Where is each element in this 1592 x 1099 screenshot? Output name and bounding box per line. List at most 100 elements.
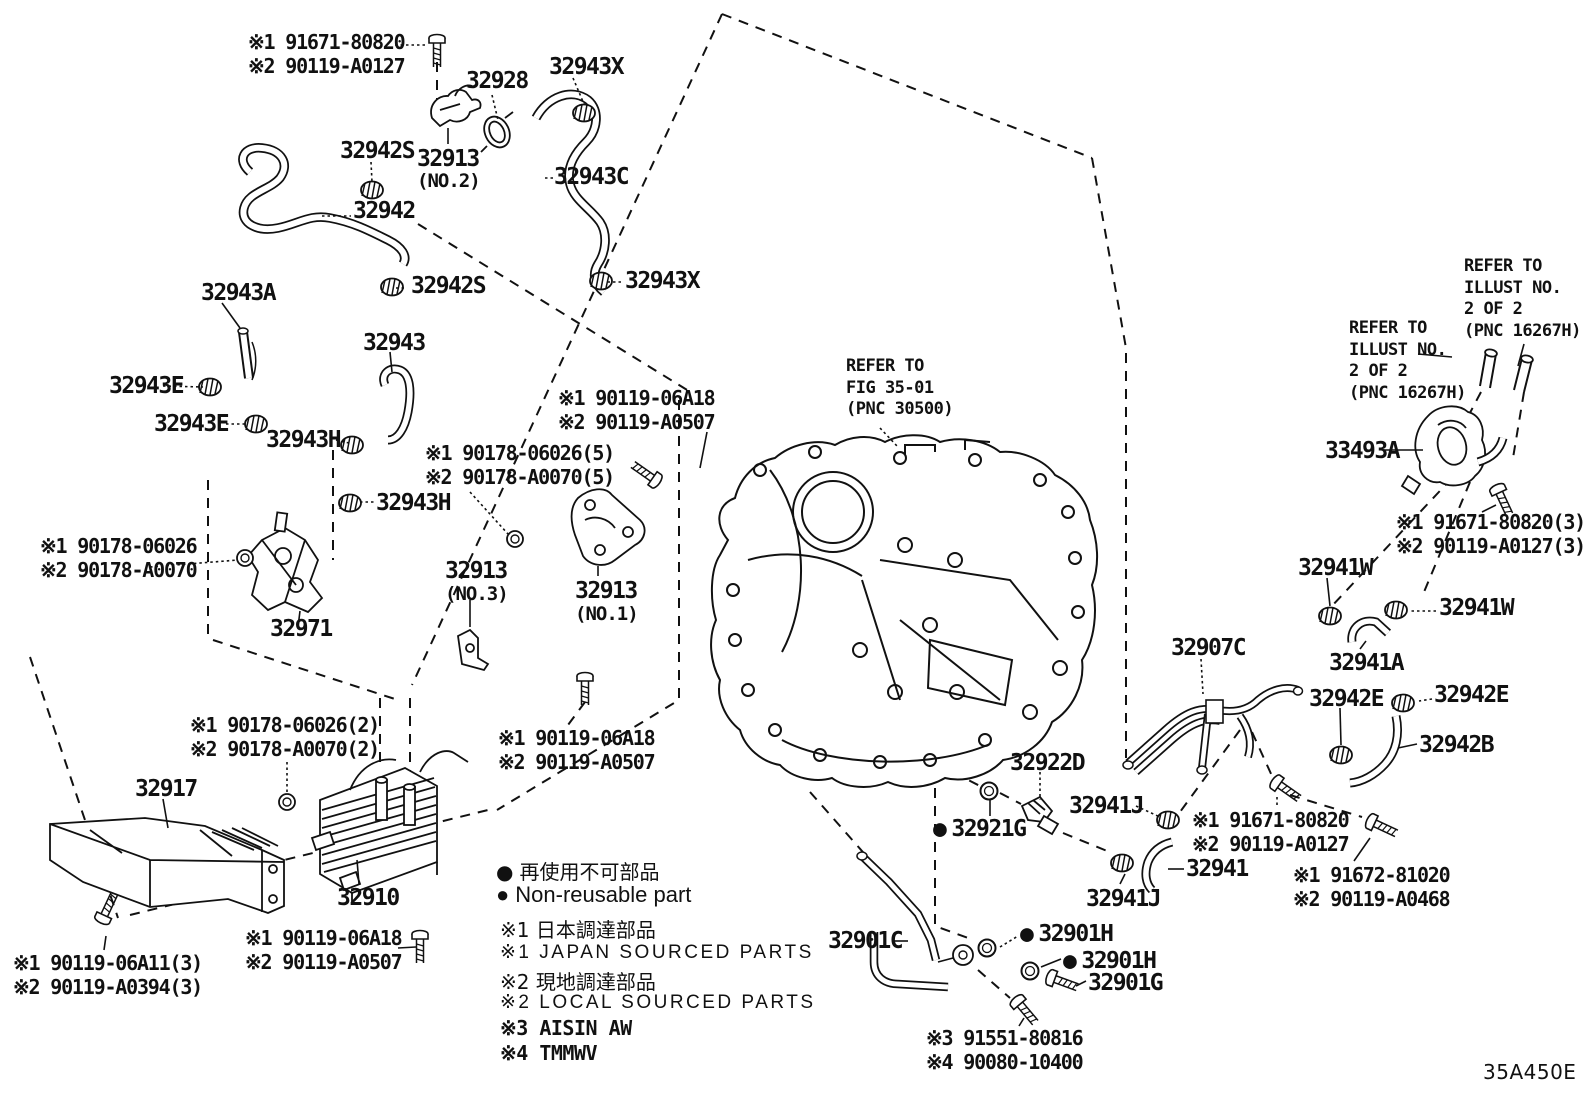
legend-local-jp: ※2 現地調達部品: [500, 970, 656, 994]
part-label-32913-no1-sub: (NO.1): [575, 603, 639, 625]
part-label-32913-no3: 32913: [445, 558, 508, 584]
fastener-note-n5: ※1 91671-80820(3)※2 90119-A0127(3): [1396, 510, 1586, 558]
clamp-32941w-1: [1318, 606, 1342, 626]
part-label-32943: 32943: [363, 330, 426, 356]
part-label-32941a: 32941A: [1329, 650, 1405, 676]
legend-tmmwv: ※4 TMMWV: [500, 1041, 598, 1065]
tube-32943a: [237, 327, 257, 381]
legend-japan-en: ※1 JAPAN SOURCED PARTS: [500, 942, 814, 963]
hose-32943c: [531, 89, 610, 296]
part-label-32942: 32942: [353, 198, 416, 224]
union-32922d: [1020, 795, 1060, 836]
bolt-90119-06a18-top: [627, 457, 665, 491]
air-duct-32917: [49, 817, 285, 914]
part-label-32901h-1: ●32901H: [1020, 921, 1114, 947]
fastener-note-n8: ※1 90119-06A11(3)※2 90119-A0394(3): [13, 951, 203, 999]
nonreusable-bullet: ●: [933, 816, 947, 842]
part-label-32913-no2: 32913: [417, 146, 480, 172]
fastener-note-n11: ※3 91551-80816※4 90080-10400: [926, 1026, 1084, 1074]
fastener-note-n12: ※1 90119-06A18※2 90119-A0507: [498, 726, 656, 774]
fastener-note-n9: ※1 91671-80820※2 90119-A0127: [1192, 808, 1350, 856]
figure-code: 35A450E: [1483, 1060, 1577, 1084]
fastener-note-n4: ※1 90178-06026※2 90178-A0070: [40, 534, 198, 582]
clamp-32941w-2: [1384, 600, 1408, 620]
tube-assy-32907c: [1122, 684, 1304, 775]
bracket-32913-no1: [570, 488, 646, 566]
fastener-note-n10: ※1 91672-81020※2 90119-A0468: [1293, 863, 1451, 911]
oring-32921g: [979, 781, 999, 801]
nonreusable-bullet: ●: [1020, 921, 1034, 947]
part-label-32910: 32910: [337, 885, 400, 911]
part-label-32901h-2: ●32901H: [1063, 948, 1157, 974]
clamp-32942s-2: [380, 277, 404, 297]
hose-32942b: [1349, 715, 1403, 788]
part-label-32941j-1: 32941J: [1069, 793, 1145, 819]
part-label-32901c: 32901C: [828, 928, 904, 954]
legend-nonreusable-jp: ●再使用不可部品: [496, 860, 660, 884]
washer-32901h-1: [977, 938, 997, 958]
bolt-91551: [1007, 991, 1043, 1029]
part-label-32941j-2: 32941J: [1086, 886, 1162, 912]
fastener-note-n1: ※1 91671-80820※2 90119-A0127: [248, 30, 406, 78]
bracket-32913-no3: [457, 628, 490, 672]
clamp-32942s-1: [360, 180, 384, 200]
nonreusable-bullet: ●: [1063, 948, 1077, 974]
part-label-32943x-1: 32943X: [549, 54, 625, 80]
clamp-32943x-1: [572, 103, 596, 123]
part-label-32941w-2: 32941W: [1439, 595, 1515, 621]
hose-32943: [379, 364, 415, 445]
legend-aisin: ※3 AISIN AW: [500, 1016, 632, 1040]
part-label-32941: 32941: [1186, 856, 1249, 882]
oil-cooler-32910: [310, 750, 469, 905]
clamp-32943e-2: [244, 414, 268, 434]
part-label-32943e-1: 32943E: [109, 373, 185, 399]
legend-japan-jp: ※1 日本調達部品: [500, 918, 656, 942]
nut-90178-left: [236, 549, 254, 567]
clamp-32942e-2: [1391, 693, 1415, 713]
hose-32941: [1141, 837, 1174, 894]
part-label-32907c: 32907C: [1171, 635, 1247, 661]
fastener-note-n3: ※1 90178-06026(5)※2 90178-A0070(5): [425, 441, 615, 489]
clamp-32941j-2: [1110, 853, 1134, 873]
part-label-32941w-1: 32941W: [1298, 555, 1374, 581]
part-label-32943c: 32943C: [554, 164, 630, 190]
legend-local-en: ※2 LOCAL SOURCED PARTS: [500, 992, 816, 1013]
hose-32942: [238, 143, 410, 267]
part-label-32943h-1: 32943H: [266, 427, 342, 453]
part-label-32942e-2: 32942E: [1434, 682, 1510, 708]
part-label-32913-no1: 32913: [575, 578, 638, 604]
bolt-90119-06a18-mid: [576, 671, 594, 706]
clamp-32943h-2: [338, 493, 362, 513]
pump-32971: [246, 511, 324, 614]
bolt-90119-06a11: [92, 889, 123, 928]
fastener-note-n7: ※1 90119-06A18※2 90119-A0507: [245, 926, 403, 974]
washer-32901h-2: [1020, 961, 1040, 981]
nut-90178-2: [278, 793, 296, 811]
clamp-32942e-1: [1329, 745, 1353, 765]
leader-lines: [103, 44, 1525, 1027]
nut-90178-5: [506, 530, 524, 548]
part-label-32943h-2: 32943H: [376, 490, 452, 516]
part-label-32942s-2: 32942S: [411, 273, 487, 299]
part-label-32943e-2: 32943E: [154, 411, 230, 437]
part-label-32943a: 32943A: [201, 280, 277, 306]
part-label-32943x-2: 32943X: [625, 268, 701, 294]
part-label-33493a: 33493A: [1325, 438, 1401, 464]
part-label-32913-no2-sub: (NO.2): [417, 170, 481, 192]
part-label-32928: 32928: [466, 68, 529, 94]
part-label-32942b: 32942B: [1419, 732, 1495, 758]
heat-exchanger-33493a: [1400, 348, 1534, 496]
clamp-32941j-1: [1156, 810, 1180, 830]
fastener-note-n2: ※1 90119-06A18※2 90119-A0507: [558, 386, 716, 434]
bolt-91672: [1362, 811, 1401, 842]
bolt-91671-right: [1267, 772, 1305, 806]
clamp-32943x-2: [589, 271, 613, 291]
part-label-32913-no3-sub: (NO.3): [445, 583, 509, 605]
part-label-32942s-1: 32942S: [340, 138, 416, 164]
legend-nonreusable-en: ●Non-reusable part: [496, 882, 692, 907]
clamp-32928: [480, 111, 514, 153]
